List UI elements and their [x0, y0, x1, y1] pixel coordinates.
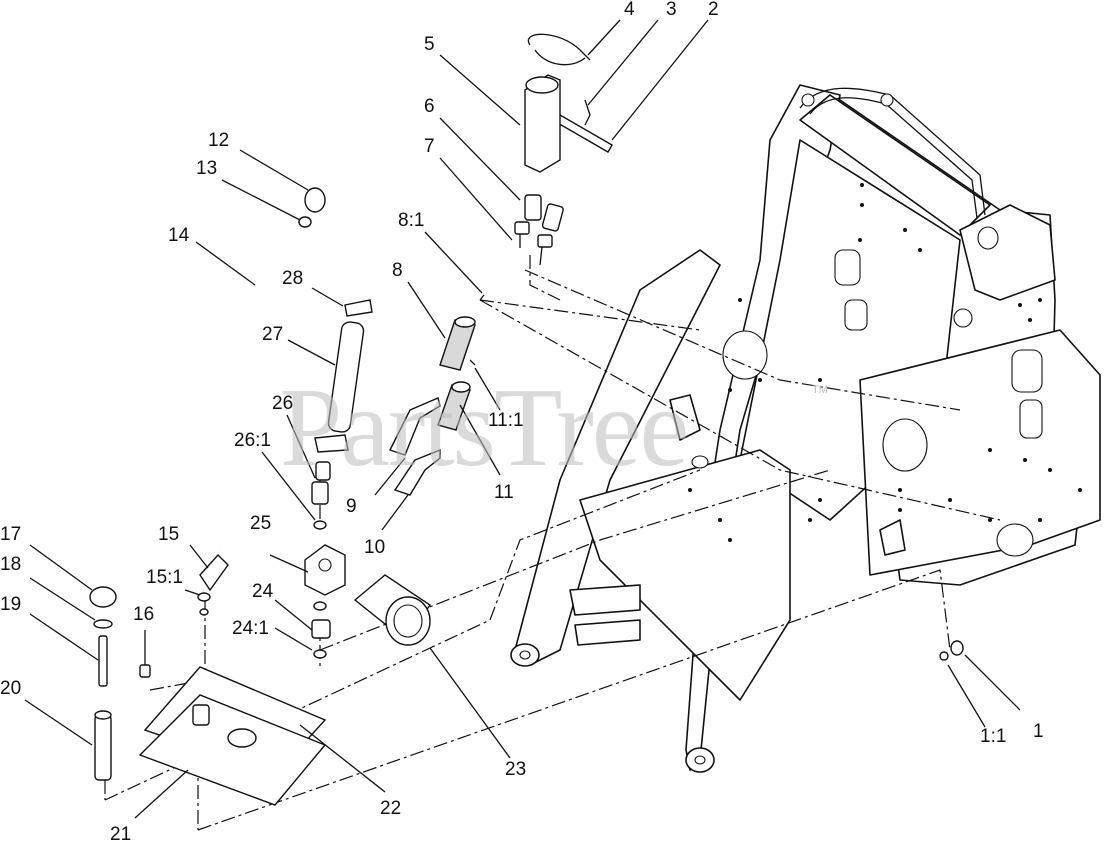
callout-1-1: 1:1: [980, 726, 1006, 747]
loader-frame: [510, 84, 1101, 773]
callout-4: 4: [624, 0, 635, 20]
callout-28: 28: [282, 268, 303, 289]
callout-15: 15: [158, 524, 179, 545]
callout-11-1: 11:1: [488, 410, 524, 431]
part-11-coupler: [437, 359, 476, 431]
part-17-20-dipstick: [89, 586, 117, 781]
callout-10: 10: [364, 537, 385, 558]
callout-5: 5: [424, 34, 435, 55]
part-26-28-breather: [311, 299, 373, 530]
leader-lines: [24, 19, 1021, 819]
callout-19: 19: [0, 594, 21, 615]
watermark-text: PartsTree: [280, 366, 687, 490]
callout-26: 26: [272, 393, 293, 414]
part-5-coupler-cover: [524, 74, 561, 173]
callout-23: 23: [505, 759, 526, 780]
callout-27: 27: [262, 324, 283, 345]
callout-labels: 1 1:1 2 3 4 5 6 7 8:1 8 9 10 11:1 11 12 …: [0, 0, 1044, 845]
part-6-7-fittings: [514, 194, 564, 266]
callout-16: 16: [133, 604, 154, 625]
part-21-22-plates: [138, 666, 327, 806]
callout-15-1: 15:1: [146, 567, 183, 588]
callout-17: 17: [0, 524, 21, 545]
callout-11: 11: [494, 482, 514, 503]
part-23-filter: [353, 574, 431, 646]
part-24-fittings: [311, 601, 331, 659]
callout-18: 18: [0, 554, 21, 575]
callout-14: 14: [168, 225, 190, 246]
callout-6: 6: [424, 96, 435, 117]
callout-25: 25: [250, 513, 271, 534]
callout-1: 1: [1033, 721, 1044, 742]
part-25-valve: [304, 544, 346, 596]
part-15-fitting: [197, 553, 229, 616]
callout-22: 22: [380, 798, 401, 819]
part-1-plug: [939, 640, 964, 661]
part-14-hose: [202, 227, 302, 552]
callout-8-1: 8:1: [398, 210, 424, 231]
watermark-trademark: TM: [812, 384, 828, 396]
callout-24-1: 24:1: [232, 618, 269, 639]
part-12-13-cap: [298, 187, 326, 228]
callout-12: 12: [208, 130, 229, 151]
callout-26-1: 26:1: [234, 430, 271, 451]
part-8-coupler: [439, 294, 485, 371]
callout-20: 20: [0, 678, 21, 699]
part-16-screw: [139, 664, 151, 678]
callout-9: 9: [346, 496, 357, 517]
watermark: PartsTree TM: [280, 366, 828, 490]
callout-21: 21: [110, 824, 131, 845]
callout-8: 8: [392, 260, 403, 281]
callout-13: 13: [196, 158, 217, 179]
callout-24: 24: [252, 581, 274, 602]
callout-7: 7: [424, 136, 435, 157]
callout-3: 3: [666, 0, 677, 20]
part-9-10-caps: [389, 397, 441, 496]
callout-2: 2: [708, 0, 719, 20]
